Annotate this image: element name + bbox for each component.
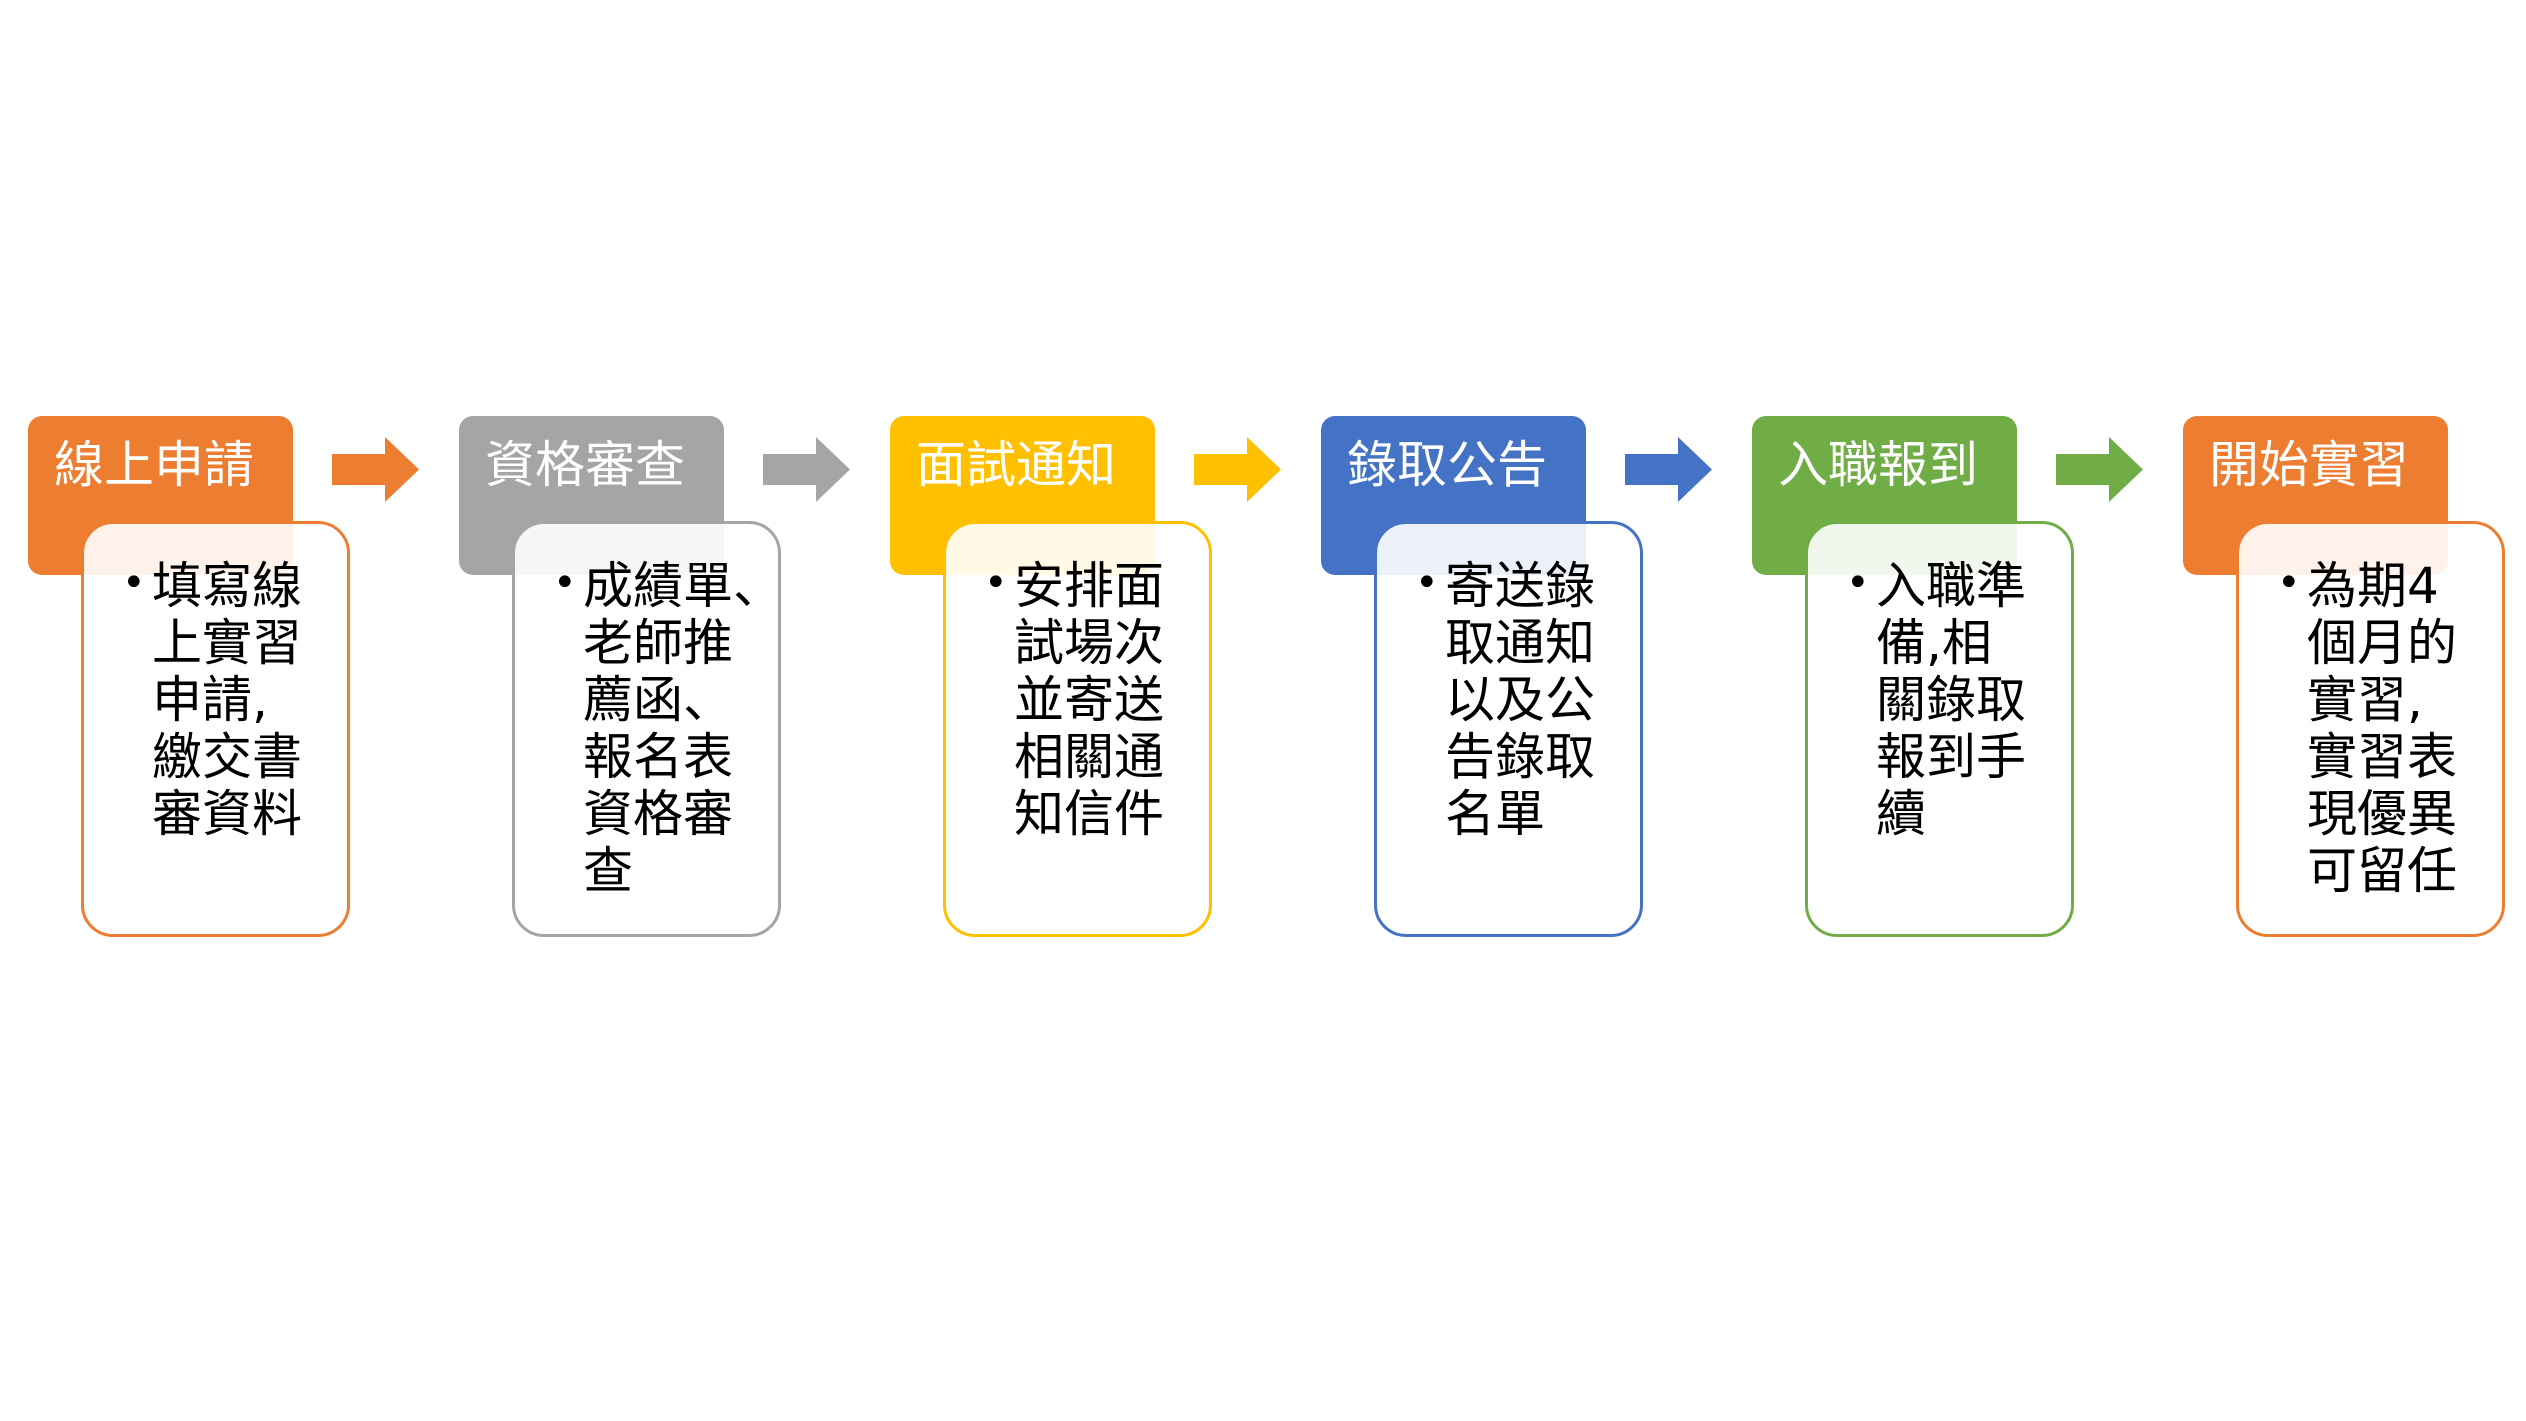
step-5: 入職報到 • 入職準備,相關錄取報到手續: [1752, 416, 2172, 941]
step-description: 入職準備,相關錄取報到手續: [1876, 558, 2026, 843]
step-title: 入職報到: [1778, 436, 1978, 494]
step-title: 線上申請: [54, 436, 254, 494]
description-line: 報到手: [1876, 728, 2026, 786]
right-arrow-icon: [1625, 437, 1712, 502]
bullet: •: [1846, 560, 1870, 606]
right-arrow-icon: [2056, 437, 2143, 502]
bullet: •: [122, 560, 146, 606]
description-line: 查: [583, 842, 633, 900]
step-title: 錄取公告: [1347, 436, 1547, 494]
description-line: 知信件: [1014, 785, 1164, 843]
step-description: 寄送錄取通知以及公告錄取名單: [1445, 558, 1595, 843]
description-line: 安排面: [1014, 557, 1164, 615]
step-title: 面試通知: [916, 436, 1116, 494]
description-line: 填寫線: [152, 557, 302, 615]
description-line: 寄送錄: [1445, 557, 1595, 615]
description-line: 相關通: [1014, 728, 1164, 786]
step-detail-box: • 成績單、老師推薦函、報名表資格審查: [512, 521, 783, 937]
step-4: 錄取公告 • 寄送錄取通知以及公告錄取名單: [1321, 416, 1741, 941]
description-line: 名單: [1445, 785, 1545, 843]
description-line: 告錄取: [1445, 728, 1595, 786]
description-line: 關錄取: [1876, 671, 2026, 729]
description-line: 申請,: [152, 671, 268, 729]
bullet: •: [553, 560, 577, 606]
right-arrow-icon: [763, 437, 850, 502]
description-line: 個月的: [2307, 614, 2457, 672]
description-line: 可留任: [2307, 842, 2457, 900]
step-2: 資格審查 • 成績單、老師推薦函、報名表資格審查: [459, 416, 879, 941]
step-detail-box: • 寄送錄取通知以及公告錄取名單: [1374, 521, 1643, 937]
step-description: 成績單、老師推薦函、報名表資格審查: [583, 558, 783, 900]
step-3: 面試通知 • 安排面試場次並寄送相關通知信件: [890, 416, 1310, 941]
description-line: 報名表: [583, 728, 733, 786]
description-line: 實習,: [2307, 671, 2423, 729]
step-title: 資格審查: [485, 436, 685, 494]
description-line: 審資料: [152, 785, 302, 843]
description-line: 備,相: [1876, 614, 1992, 672]
description-line: 以及公: [1445, 671, 1595, 729]
description-line: 入職準: [1876, 557, 2026, 615]
description-line: 老師推: [583, 614, 733, 672]
description-line: 成績單、: [583, 557, 783, 615]
description-line: 實習表: [2307, 728, 2457, 786]
description-line: 並寄送: [1014, 671, 1164, 729]
step-detail-box: • 安排面試場次並寄送相關通知信件: [943, 521, 1212, 937]
description-line: 續: [1876, 785, 1926, 843]
description-line: 為期4: [2307, 557, 2439, 615]
step-detail-box: • 填寫線上實習申請,繳交書審資料: [81, 521, 350, 937]
description-line: 上實習: [152, 614, 302, 672]
step-detail-box: • 入職準備,相關錄取報到手續: [1805, 521, 2074, 937]
description-line: 現優異: [2307, 785, 2457, 843]
bullet: •: [984, 560, 1008, 606]
description-line: 試場次: [1014, 614, 1164, 672]
bullet: •: [1415, 560, 1439, 606]
right-arrow-icon: [332, 437, 419, 502]
step-description: 安排面試場次並寄送相關通知信件: [1014, 558, 1164, 843]
right-arrow-icon: [1194, 437, 1281, 502]
step-1: 線上申請 • 填寫線上實習申請,繳交書審資料: [28, 416, 448, 941]
bullet: •: [2277, 560, 2301, 606]
description-line: 資格審: [583, 785, 733, 843]
description-line: 薦函、: [583, 671, 733, 729]
step-title: 開始實習: [2209, 436, 2409, 494]
step-description: 填寫線上實習申請,繳交書審資料: [152, 558, 302, 843]
description-line: 取通知: [1445, 614, 1595, 672]
description-line: 繳交書: [152, 728, 302, 786]
